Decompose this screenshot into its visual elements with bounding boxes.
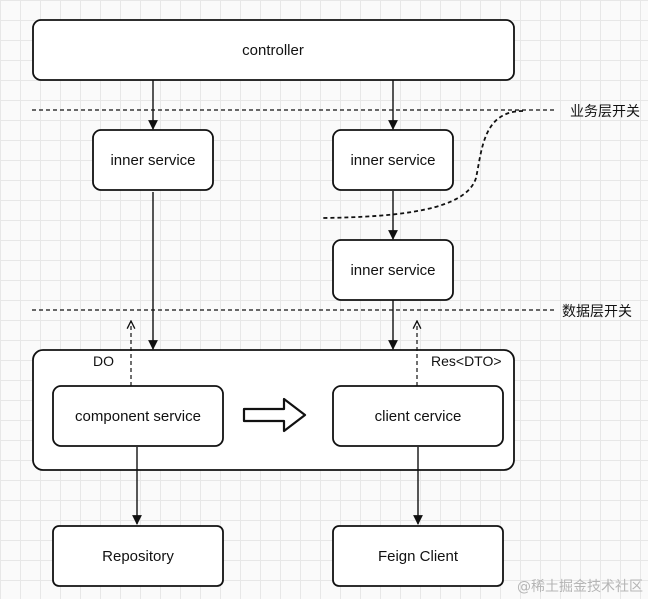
inner-service-right-top-node: inner service (332, 129, 454, 191)
block-arrow-icon (242, 397, 307, 433)
business-switch-curve (321, 110, 524, 219)
data-layer-switch-label: 数据层开关 (562, 304, 632, 320)
business-layer-switch-label: 业务层开关 (570, 104, 640, 120)
inner-service-right-bottom-label: inner service (350, 262, 435, 279)
res-dto-label: Res<DTO> (431, 353, 502, 369)
do-label: DO (93, 353, 114, 369)
inner-service-right-bottom-node: inner service (332, 239, 454, 301)
component-service-label: component service (75, 408, 201, 425)
inner-service-left-node: inner service (92, 129, 214, 191)
feign-client-label: Feign Client (378, 548, 459, 565)
repository-node: Repository (52, 525, 224, 587)
component-service-node: component service (52, 385, 224, 447)
client-service-node: client cervice (332, 385, 504, 447)
inner-service-right-top-label: inner service (350, 152, 435, 169)
repository-label: Repository (102, 548, 174, 565)
controller-label: controller (242, 42, 304, 59)
inner-service-left-label: inner service (110, 152, 195, 169)
client-service-label: client cervice (375, 408, 462, 425)
controller-node: controller (32, 19, 515, 81)
watermark: @稀土掘金技术社区 (517, 579, 643, 595)
feign-client-node: Feign Client (332, 525, 504, 587)
